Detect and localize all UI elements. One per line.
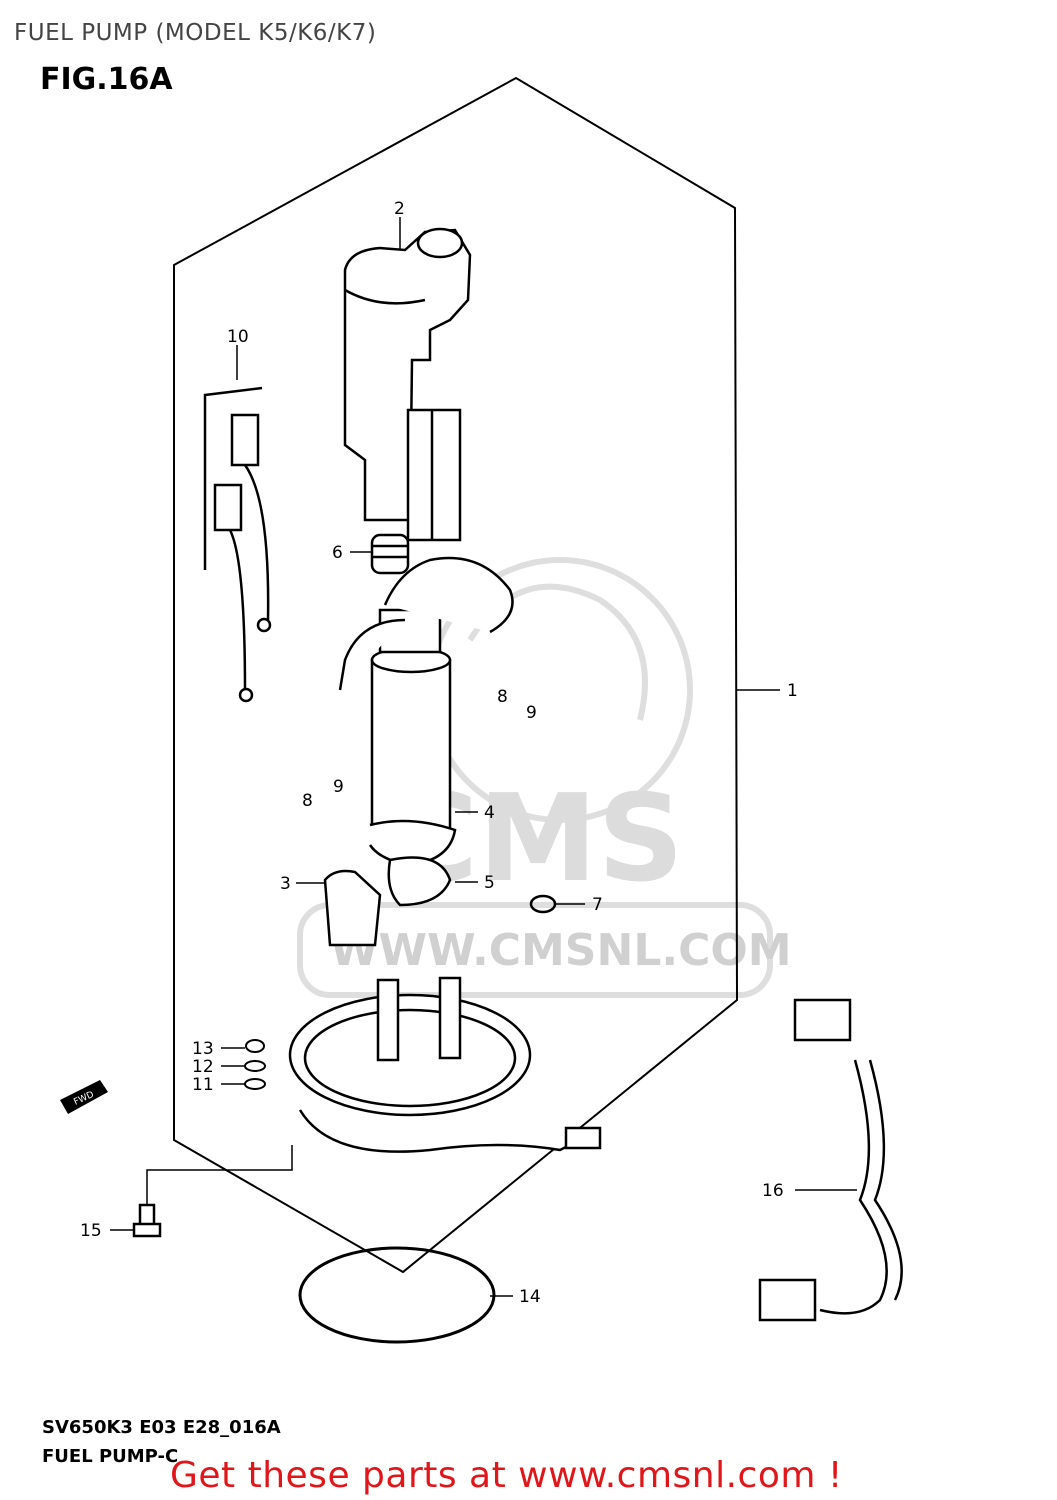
leader-lines xyxy=(110,217,857,1297)
part-label-14: 14 xyxy=(519,1287,541,1307)
holder-parts xyxy=(323,819,457,947)
base-plate xyxy=(288,976,602,1153)
pump-motor xyxy=(338,556,514,839)
part-label-3: 3 xyxy=(280,874,291,894)
part-label-12: 12 xyxy=(192,1057,214,1077)
assembly-outline xyxy=(173,76,739,1274)
part-label-8b: 8 xyxy=(497,687,508,707)
bolt-part xyxy=(132,1203,162,1238)
watermark-url: WWW.CMSNL.COM xyxy=(330,925,792,976)
part-label-8: 8 xyxy=(302,791,313,811)
part-label-5: 5 xyxy=(484,873,495,893)
figure-number: FIG.16A xyxy=(40,62,173,97)
part-label-11: 11 xyxy=(192,1075,214,1095)
part-label-4: 4 xyxy=(484,803,495,823)
fuel-hose-part xyxy=(758,998,903,1322)
part-label-9: 9 xyxy=(333,777,344,797)
promo-link[interactable]: Get these parts at www.cmsnl.com ! xyxy=(170,1455,843,1496)
part-label-1: 1 xyxy=(787,681,798,701)
part-label-10: 10 xyxy=(227,327,249,347)
gasket-part xyxy=(298,1246,496,1344)
part-label-16: 16 xyxy=(762,1181,784,1201)
part-label-2: 2 xyxy=(394,199,405,219)
fwd-arrow-icon xyxy=(60,1080,108,1114)
nut-washer-parts xyxy=(244,1039,266,1090)
part-labels: 1 2 3 4 5 6 7 8 9 10 11 12 13 14 15 16 8… xyxy=(80,199,798,1307)
filter-part xyxy=(370,533,410,575)
level-sensor-part xyxy=(203,386,272,703)
part-label-7: 7 xyxy=(592,895,603,915)
part-label-13: 13 xyxy=(192,1039,214,1059)
diagram-code: SV650K3 E03 E28_016A xyxy=(42,1417,281,1438)
part-label-15: 15 xyxy=(80,1221,102,1241)
pump-housing-part xyxy=(343,227,472,542)
page-title: FUEL PUMP (MODEL K5/K6/K7) xyxy=(14,20,377,46)
part-label-6: 6 xyxy=(332,543,343,563)
part-label-9b: 9 xyxy=(526,703,537,723)
diagram-name: FUEL PUMP-C xyxy=(42,1446,179,1467)
